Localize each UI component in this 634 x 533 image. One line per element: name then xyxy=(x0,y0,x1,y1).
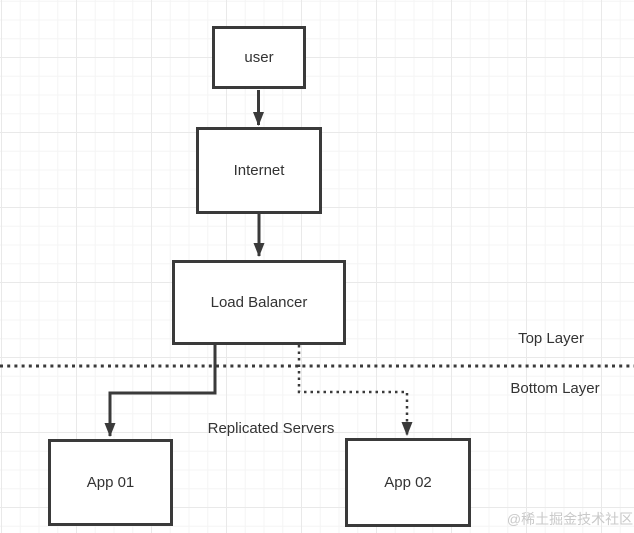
node-internet: Internet xyxy=(196,127,322,214)
node-user: user xyxy=(212,26,306,89)
replicated-servers-label: Replicated Servers xyxy=(207,420,335,437)
node-app-02: App 02 xyxy=(345,438,471,527)
bottom-layer-label: Bottom Layer xyxy=(510,380,600,397)
node-load-balancer-label: Load Balancer xyxy=(210,294,308,311)
watermark: @稀土掘金技术社区 xyxy=(506,511,634,527)
node-app-01-label: App 01 xyxy=(86,474,135,491)
edge-load-balancer-to-app-02 xyxy=(297,345,413,436)
node-load-balancer: Load Balancer xyxy=(172,260,346,345)
edge-load-balancer-to-app-01 xyxy=(104,345,217,437)
node-app-02-label: App 02 xyxy=(384,474,432,491)
node-user-label: user xyxy=(244,49,274,66)
node-internet-label: Internet xyxy=(233,162,285,179)
node-app-01: App 01 xyxy=(48,439,173,526)
top-layer-label: Top Layer xyxy=(518,330,584,347)
